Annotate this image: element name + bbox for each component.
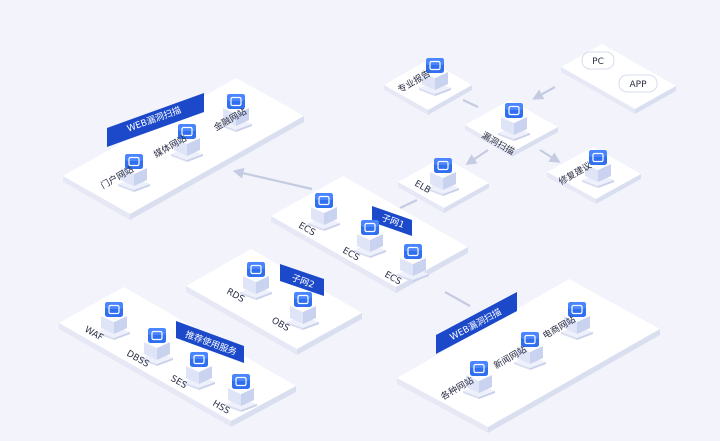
connector-subnet-web-bottom [445, 292, 470, 306]
platform-clients [561, 44, 676, 114]
connector-subnet-web-top [238, 172, 312, 189]
connector-scan-report [463, 100, 478, 107]
pc-pill[interactable]: PC [582, 52, 614, 69]
connector-scan-elb [470, 150, 488, 162]
pc-label: PC [592, 57, 604, 67]
connector-clients-scan [537, 87, 555, 97]
app-label: APP [629, 80, 647, 90]
app-pill[interactable]: APP [619, 75, 657, 92]
connector-elb-subnet [400, 200, 417, 208]
connector-scan-repair [540, 150, 556, 160]
